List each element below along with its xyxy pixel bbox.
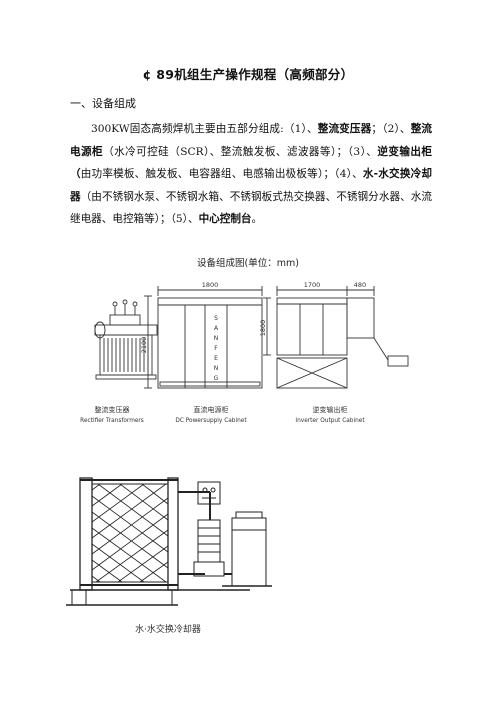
para-text-3: （水冷可控硅（SCR）、整流触发板、滤波器等）；（3）、 bbox=[103, 145, 378, 158]
brand-letter: F bbox=[214, 345, 218, 352]
section-heading: 一、设备组成 bbox=[70, 97, 136, 110]
body-paragraph: 300KW固态高频焊机主要由五部分组成:（1）、整流变压器；（2）、整流电源柜（… bbox=[70, 118, 432, 231]
para-text-2: ；（2）、 bbox=[371, 123, 411, 135]
label-dc-cabinet-en: DC Powersupply Cabinet bbox=[175, 418, 247, 424]
brand-letter: S bbox=[214, 315, 218, 322]
brand-letter: A bbox=[214, 325, 219, 332]
dc-power-cabinet-drawing bbox=[157, 297, 263, 389]
dim-height-inverter: 1800 bbox=[259, 320, 267, 337]
brand-letter: N bbox=[214, 335, 219, 342]
dim-width-dc: 1800 bbox=[202, 281, 219, 289]
brand-letter: E bbox=[214, 355, 218, 362]
para-text-5: （由不锈钢水泵、不锈钢水箱、不锈钢板式热交换器、不锈钢分水器、水流继电器、电控箱… bbox=[70, 190, 433, 226]
term-central-console: 中心控制台 bbox=[198, 213, 252, 225]
dim-width-inverter: 1700 bbox=[304, 281, 321, 289]
equipment-composition-figure bbox=[94, 286, 409, 389]
page-title: ¢ 89机组生产操作规程（高频部分） bbox=[142, 67, 354, 82]
label-dc-cabinet-cn: 直流电源柜 bbox=[194, 405, 229, 414]
para-text-4: 由功率模板、触发板、电容器组、电感输出极板等）；（4）、 bbox=[80, 168, 363, 180]
label-inverter-en: Inverter Output Cabinet bbox=[295, 418, 365, 424]
term-inverter-cabinet: 逆变输出柜（ bbox=[70, 145, 433, 181]
dim-height-dc: 2100 bbox=[140, 337, 148, 354]
water-cooler-drawing bbox=[66, 477, 272, 606]
label-inverter-cn: 逆变输出柜 bbox=[313, 405, 348, 414]
cabinet-brand-letters: S A N F E N G bbox=[214, 315, 219, 382]
term-rectifier-transformer: 整流变压器 bbox=[317, 123, 372, 135]
brand-letter: G bbox=[214, 375, 219, 382]
figure1-caption: 设备组成图(单位：mm) bbox=[197, 258, 299, 269]
dim-width-inverter-aux: 480 bbox=[354, 281, 366, 289]
term-water-cooler: 水-水交换冷却器 bbox=[70, 168, 432, 203]
label-transformer-en: Rectifier Transformers bbox=[80, 418, 144, 424]
figure2-caption: 水·水交换冷却器 bbox=[135, 623, 201, 635]
para-text-6: 。 bbox=[251, 213, 263, 225]
para-text-1: 300KW固态高频焊机主要由五部分组成:（1）、 bbox=[91, 123, 318, 135]
brand-letter: N bbox=[214, 365, 219, 372]
inverter-output-cabinet-drawing bbox=[276, 297, 409, 389]
term-dc-power-cabinet: 整流电源柜 bbox=[70, 123, 433, 158]
label-transformer-cn: 整流变压器 bbox=[95, 405, 130, 414]
